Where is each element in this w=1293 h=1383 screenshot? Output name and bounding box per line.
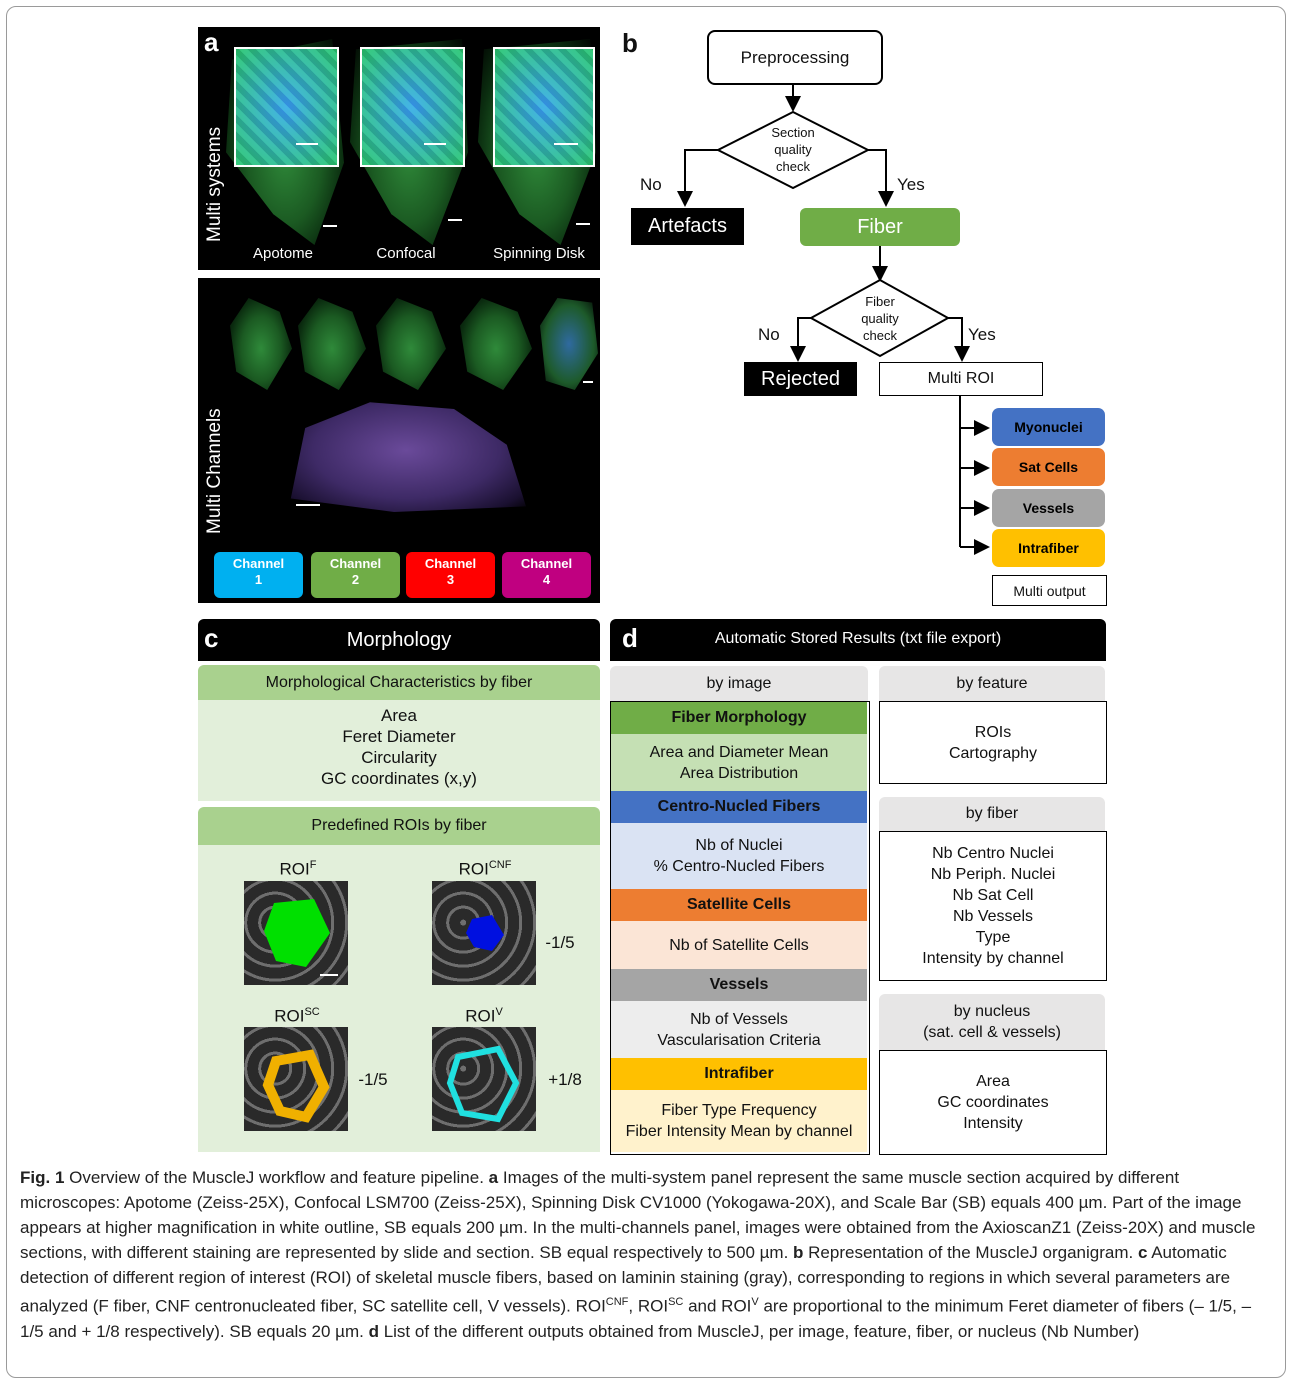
system-label-spinning-disk: Spinning Disk bbox=[493, 245, 585, 262]
channel-row-scalebar bbox=[583, 381, 593, 383]
roi-sc-factor: -1/5 bbox=[358, 1070, 388, 1089]
fiber-box: Fiber bbox=[800, 208, 960, 246]
multi-roi-box: Multi ROI bbox=[879, 362, 1043, 396]
apotome-scalebar bbox=[323, 225, 337, 227]
vessels-bar: Vessels bbox=[611, 969, 867, 1001]
rejected-box: Rejected bbox=[744, 362, 857, 396]
stored-results-header: d Automatic Stored Results (txt file exp… bbox=[610, 619, 1106, 661]
confocal-inset bbox=[360, 47, 465, 167]
stored-results-title: Automatic Stored Results (txt file expor… bbox=[714, 630, 1002, 647]
by-feature-header: by feature bbox=[879, 666, 1105, 701]
section-check-diamond bbox=[715, 110, 871, 190]
artefacts-box: Artefacts bbox=[631, 208, 744, 245]
morph-characteristics-body: Area Feret Diameter Circularity GC coord… bbox=[198, 700, 600, 801]
intrafiber-bar: Intrafiber bbox=[611, 1058, 867, 1090]
output-sat-cells: Sat Cells bbox=[992, 448, 1105, 486]
morphology-header: c Morphology bbox=[198, 619, 600, 661]
preprocessing-box: Preprocessing bbox=[707, 30, 883, 85]
roi-v-factor: +1/8 bbox=[548, 1070, 582, 1089]
satellite-cells-body: Nb of Satellite Cells bbox=[611, 921, 867, 969]
roi-cnf-image bbox=[432, 881, 536, 985]
roi-sc-image bbox=[244, 1027, 348, 1131]
spinning-disk-inset bbox=[493, 47, 595, 167]
yes-label-1: Yes bbox=[897, 175, 925, 194]
figure-frame bbox=[6, 6, 1286, 1378]
multi-systems-panel: a Multi systems Apotome Confocal Spinnin… bbox=[198, 27, 600, 270]
multi-channels-label: Multi Channels bbox=[204, 408, 225, 534]
roi-sc-label: ROISC bbox=[274, 1006, 320, 1026]
merged-section-scalebar bbox=[296, 504, 320, 506]
spinning-disk-inset-scalebar bbox=[554, 143, 578, 145]
channel-section-2 bbox=[298, 298, 366, 390]
confocal-scalebar bbox=[448, 219, 462, 221]
roi-cnf-factor: -1/5 bbox=[545, 933, 575, 952]
roi-v-image bbox=[432, 1027, 536, 1131]
system-label-confocal: Confocal bbox=[376, 245, 436, 262]
merged-section-image bbox=[290, 402, 526, 512]
apotome-inset bbox=[234, 47, 339, 167]
output-myonuclei: Myonuclei bbox=[992, 408, 1105, 446]
panel-a-label: a bbox=[204, 27, 219, 57]
spinning-disk-scalebar bbox=[576, 223, 590, 225]
morph-item-gc: GC coordinates (x,y) bbox=[321, 769, 477, 788]
fiber-morphology-bar: Fiber Morphology bbox=[611, 702, 867, 734]
output-vessels: Vessels bbox=[992, 489, 1105, 527]
roi-cnf-label: ROICNF bbox=[458, 859, 512, 879]
channel-section-5 bbox=[540, 298, 598, 390]
morphology-title: Morphology bbox=[346, 629, 452, 651]
flowchart-connectors bbox=[677, 80, 990, 555]
centro-nucled-body: Nb of Nuclei% Centro-Nucled Fibers bbox=[611, 823, 867, 889]
roi-v-label: ROIV bbox=[465, 1006, 503, 1026]
by-nucleus-header: by nucleus(sat. cell & vessels) bbox=[879, 994, 1105, 1050]
panel-d-label: d bbox=[622, 623, 638, 653]
yes-label-2: Yes bbox=[968, 325, 996, 344]
morph-item-area: Area bbox=[381, 706, 417, 725]
by-fiber-header: by fiber bbox=[879, 797, 1105, 831]
channel-section-4 bbox=[460, 298, 532, 390]
channel-section-3 bbox=[376, 298, 446, 390]
channel-section-1 bbox=[230, 298, 292, 390]
multi-output-box: Multi output bbox=[992, 575, 1107, 606]
figure-caption: Fig. 1 Overview of the MuscleJ workflow … bbox=[20, 1168, 1256, 1341]
fiber-check-diamond bbox=[808, 278, 951, 358]
apotome-inset-scalebar bbox=[296, 143, 318, 145]
centro-nucled-bar: Centro-Nucled Fibers bbox=[611, 791, 867, 823]
morph-item-feret: Feret Diameter bbox=[342, 727, 456, 746]
predefined-rois-header: Predefined ROIs by fiber bbox=[198, 807, 600, 845]
multi-systems-label: Multi systems bbox=[204, 126, 225, 242]
by-image-header: by image bbox=[610, 666, 868, 701]
morph-item-circularity: Circularity bbox=[361, 748, 437, 767]
output-intrafiber: Intrafiber bbox=[992, 529, 1105, 567]
panel-b-label: b bbox=[622, 28, 638, 58]
no-label-1: No bbox=[640, 175, 662, 194]
satellite-cells-bar: Satellite Cells bbox=[611, 889, 867, 921]
roi-f-label: ROIF bbox=[279, 859, 317, 879]
system-label-apotome: Apotome bbox=[252, 245, 314, 262]
panel-c-label: c bbox=[204, 623, 219, 653]
morph-characteristics-header: Morphological Characteristics by fiber bbox=[198, 665, 600, 700]
confocal-inset-scalebar bbox=[424, 143, 446, 145]
no-label-2: No bbox=[758, 325, 780, 344]
roi-f-image bbox=[244, 881, 348, 985]
